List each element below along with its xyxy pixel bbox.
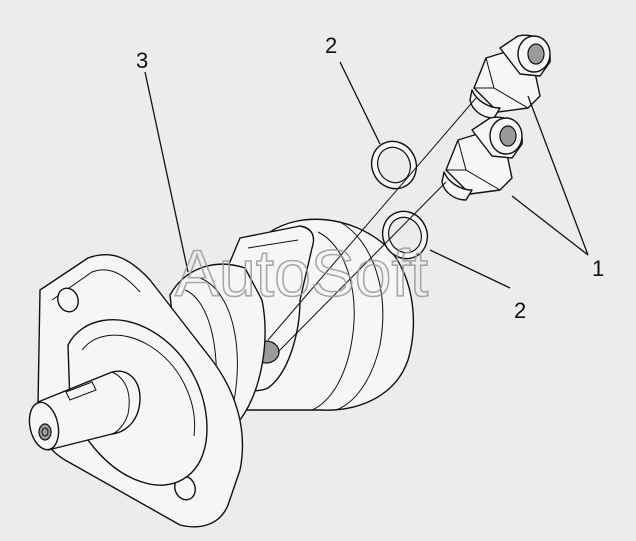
fitting-lower xyxy=(441,116,523,201)
callout-3: 3 xyxy=(136,48,148,73)
seal-ring-upper xyxy=(370,140,418,190)
autosoft-watermark: AutoSoft xyxy=(175,236,428,310)
callout-2-upper: 2 xyxy=(325,33,337,58)
callout-1: 1 xyxy=(592,256,604,281)
fitting-upper xyxy=(469,34,551,119)
callout-2-lower: 2 xyxy=(514,298,526,323)
leader-line-1-lower xyxy=(511,195,589,256)
seal-ring-lower xyxy=(381,210,429,260)
leader-line-1-upper xyxy=(527,95,589,256)
leader-lines xyxy=(144,61,589,289)
leader-line-2-upper xyxy=(339,61,381,145)
hydraulic-motor xyxy=(28,218,415,528)
leader-line-2-lower xyxy=(429,249,511,289)
assembly-axis-lines xyxy=(267,97,477,353)
leader-line-3 xyxy=(144,71,189,273)
